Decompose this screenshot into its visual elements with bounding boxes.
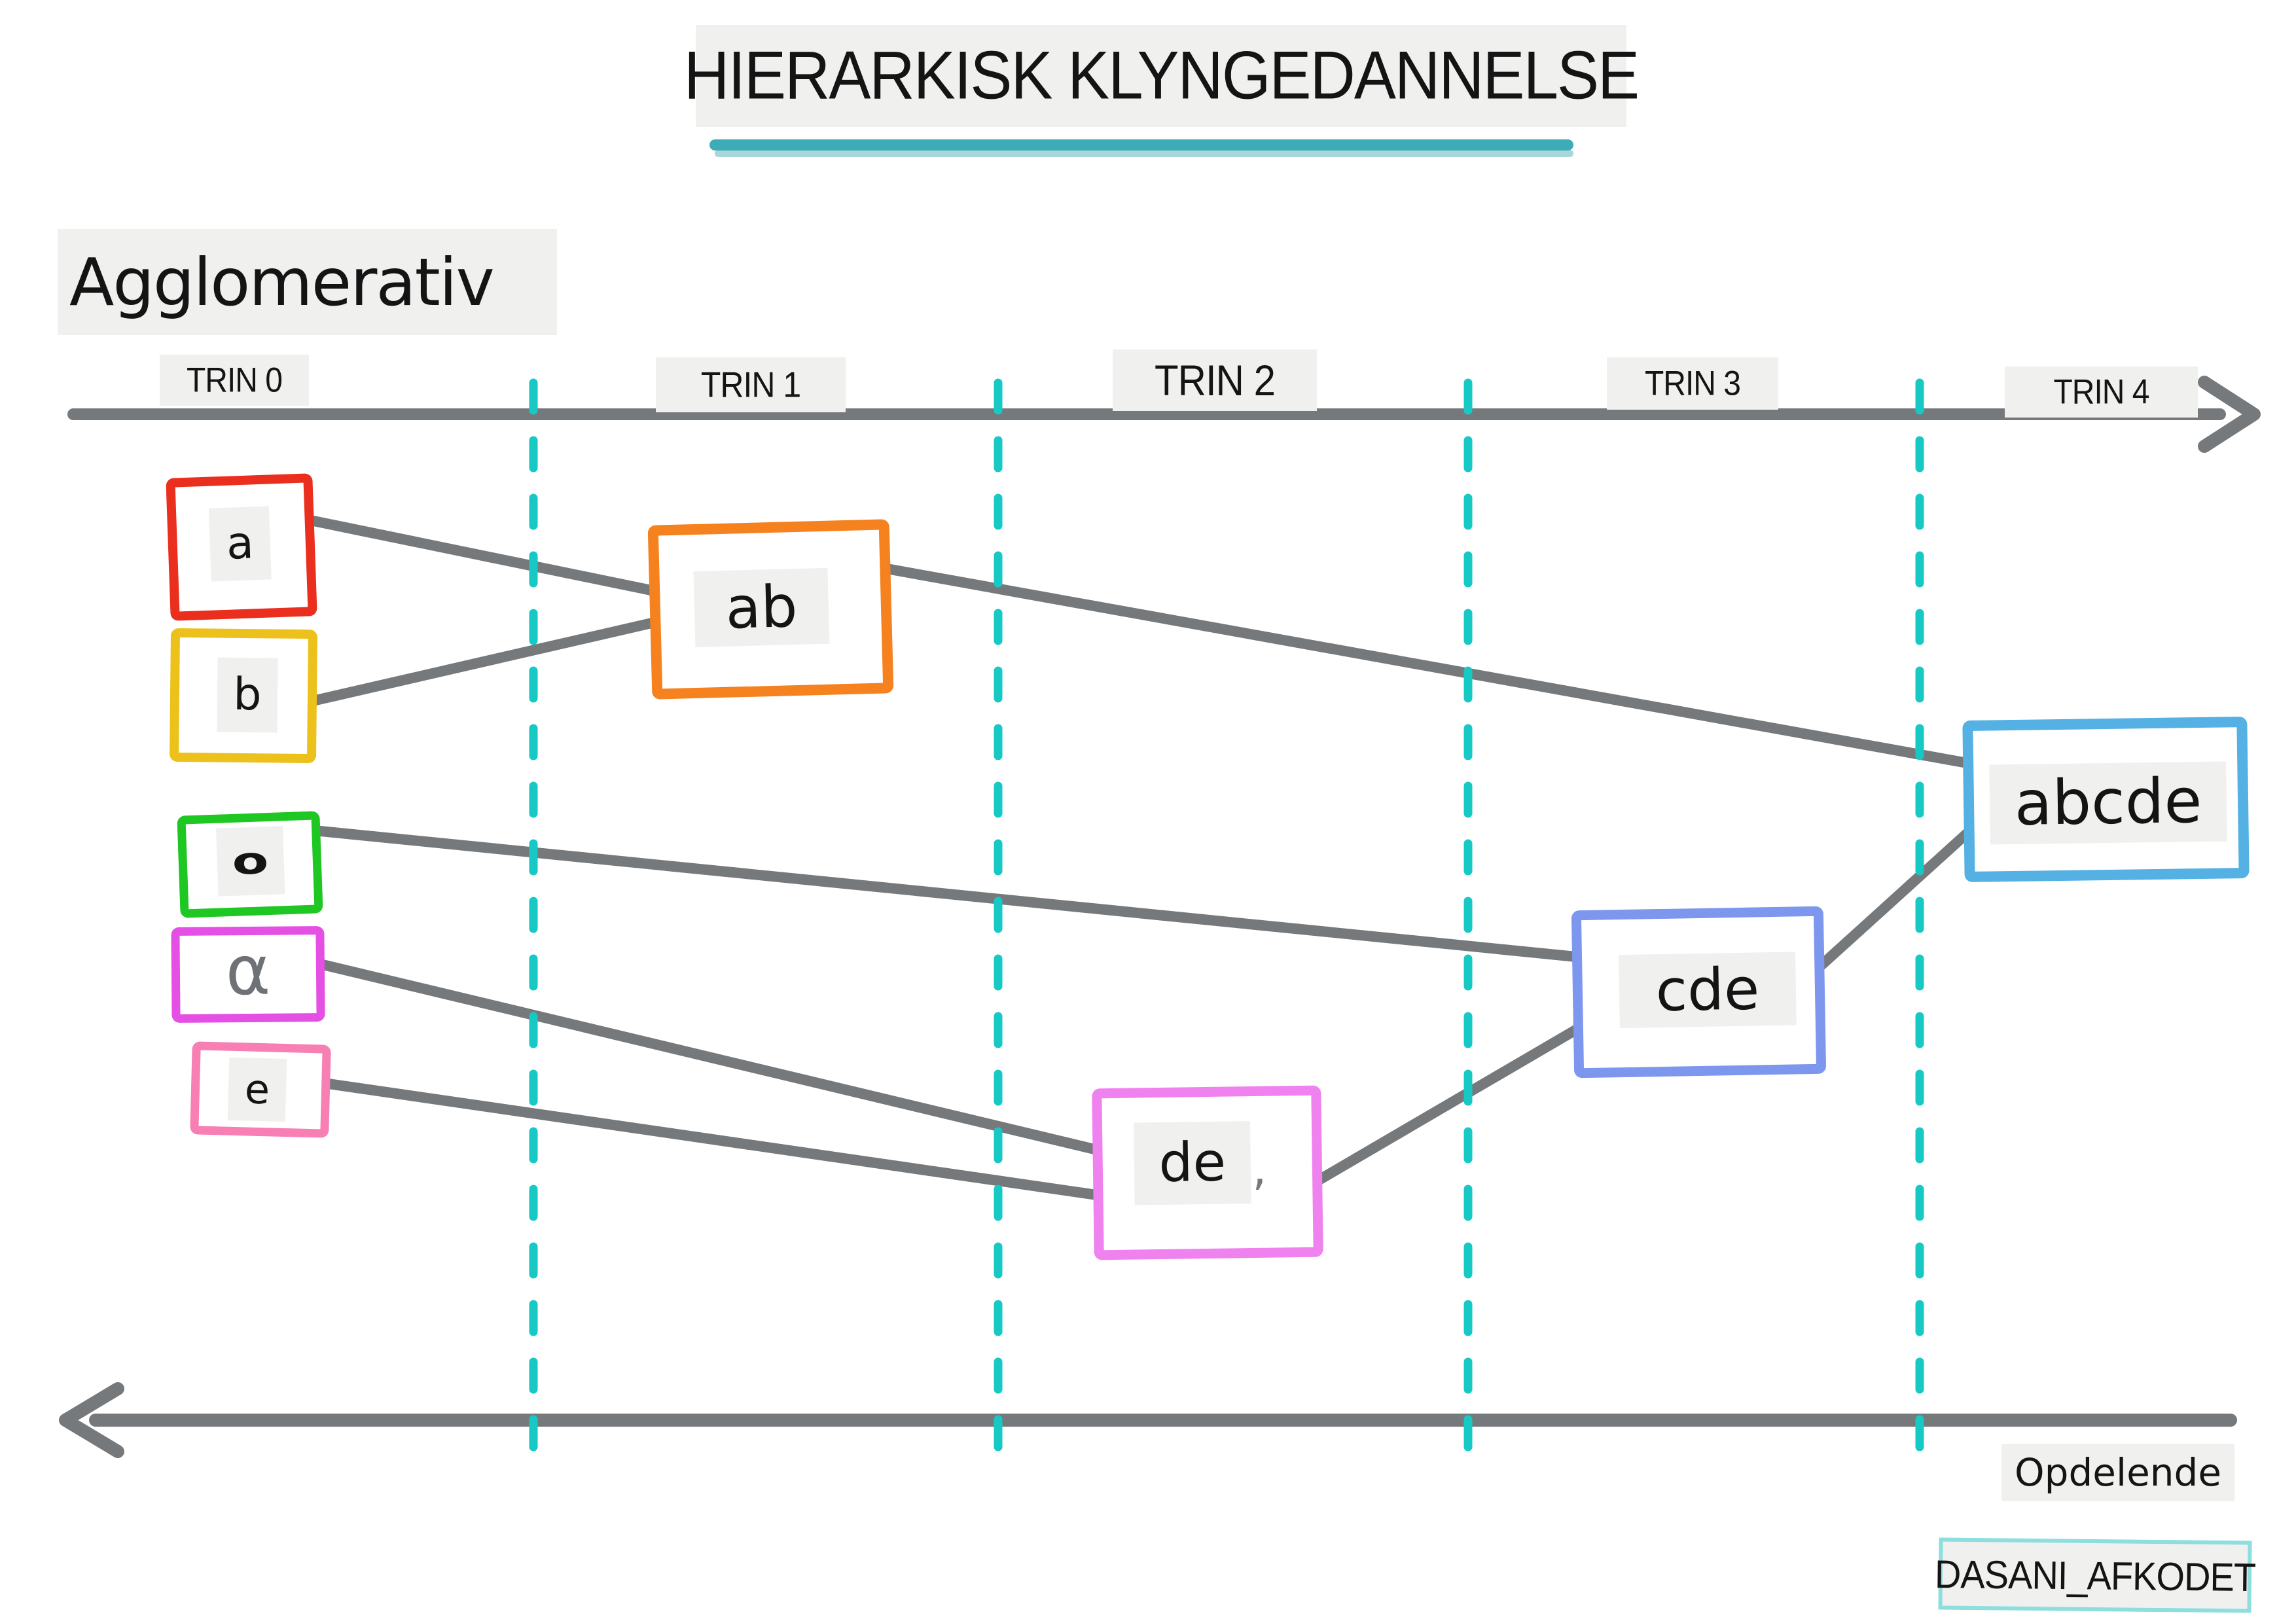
cluster-ab-label: ab (725, 572, 798, 642)
cluster-node-de: de , (1092, 1085, 1323, 1260)
axis-label-trin-4: TRIN 4 (2005, 366, 2198, 418)
cluster-e-label: e (243, 1065, 271, 1114)
axis-label-trin-0-text: TRIN 0 (186, 361, 283, 400)
cluster-b-label-patch: b (217, 657, 278, 733)
cluster-node-b: b (169, 628, 318, 764)
cluster-e-label-patch: e (227, 1057, 287, 1122)
bottom-axis-arrowhead-icon (59, 1382, 124, 1458)
divisive-heading: Opdelende (2001, 1444, 2234, 1501)
cluster-node-c: o (177, 811, 323, 918)
title-underline-shadow (715, 150, 1573, 157)
connector-cde-to-abcde (1798, 827, 1974, 987)
watermark-text: DASANI_AFKODET (1934, 1551, 2256, 1599)
axis-label-trin-2-text: TRIN 2 (1154, 356, 1276, 404)
cluster-cde-label-patch: cde (1618, 952, 1797, 1029)
cluster-de-label: de (1158, 1131, 1227, 1195)
cluster-cde-label: cde (1655, 955, 1761, 1025)
page-title: HIERARKISK KLYNGEDANNELSE (684, 25, 1640, 127)
agglomerative-heading-text: Agglomerativ (69, 243, 495, 321)
cluster-ab-label-patch: ab (693, 567, 830, 648)
connector-b-to-ab (291, 617, 660, 710)
cluster-a-label-patch: a (208, 506, 272, 582)
axis-label-trin-4-text: TRIN 4 (2053, 372, 2149, 412)
cluster-c-label-patch: o (216, 826, 285, 897)
cluster-d-label: α (225, 930, 271, 1011)
title-underline (709, 139, 1573, 151)
cluster-node-d: α (171, 925, 325, 1024)
cluster-c-label: o (231, 838, 270, 884)
connector-a-to-ab (289, 512, 660, 596)
page-title-text: HIERARKISK KLYNGEDANNELSE (684, 37, 1640, 114)
cluster-node-cde: cde (1571, 906, 1827, 1079)
cluster-abcde-label-patch: abcde (1989, 761, 2227, 845)
cluster-a-label: a (225, 517, 255, 570)
agglomerative-heading: Agglomerativ (58, 229, 557, 335)
divisive-heading-text: Opdelende (2014, 1450, 2222, 1495)
top-axis-arrowhead-icon (2198, 376, 2261, 453)
watermark-badge: DASANI_AFKODET (1935, 1537, 2255, 1613)
connector-e-to-de (305, 1076, 1102, 1200)
connector-ab-to-abcde (863, 560, 1973, 768)
axis-label-trin-3-text: TRIN 3 (1644, 364, 1741, 403)
axis-label-trin-1-text: TRIN 1 (700, 365, 801, 405)
cluster-node-a: a (166, 473, 317, 621)
cluster-node-ab: ab (647, 519, 894, 700)
axis-label-trin-3: TRIN 3 (1607, 357, 1778, 410)
cluster-b-label: b (233, 668, 262, 721)
cluster-node-e: e (190, 1041, 331, 1138)
connector-c-to-cde (296, 824, 1581, 962)
cluster-node-abcde: abcde (1962, 716, 2250, 883)
axis-label-trin-2: TRIN 2 (1113, 349, 1317, 411)
connector-d-to-de (301, 955, 1102, 1155)
axis-label-trin-0: TRIN 0 (160, 355, 309, 406)
axis-label-trin-1: TRIN 1 (656, 357, 846, 412)
connector-de-to-cde (1296, 1025, 1581, 1196)
cluster-de-label-patch: de (1133, 1121, 1251, 1205)
cluster-abcde-label: abcde (2014, 765, 2203, 840)
cluster-de-stray-mark: , (1251, 1141, 1267, 1196)
